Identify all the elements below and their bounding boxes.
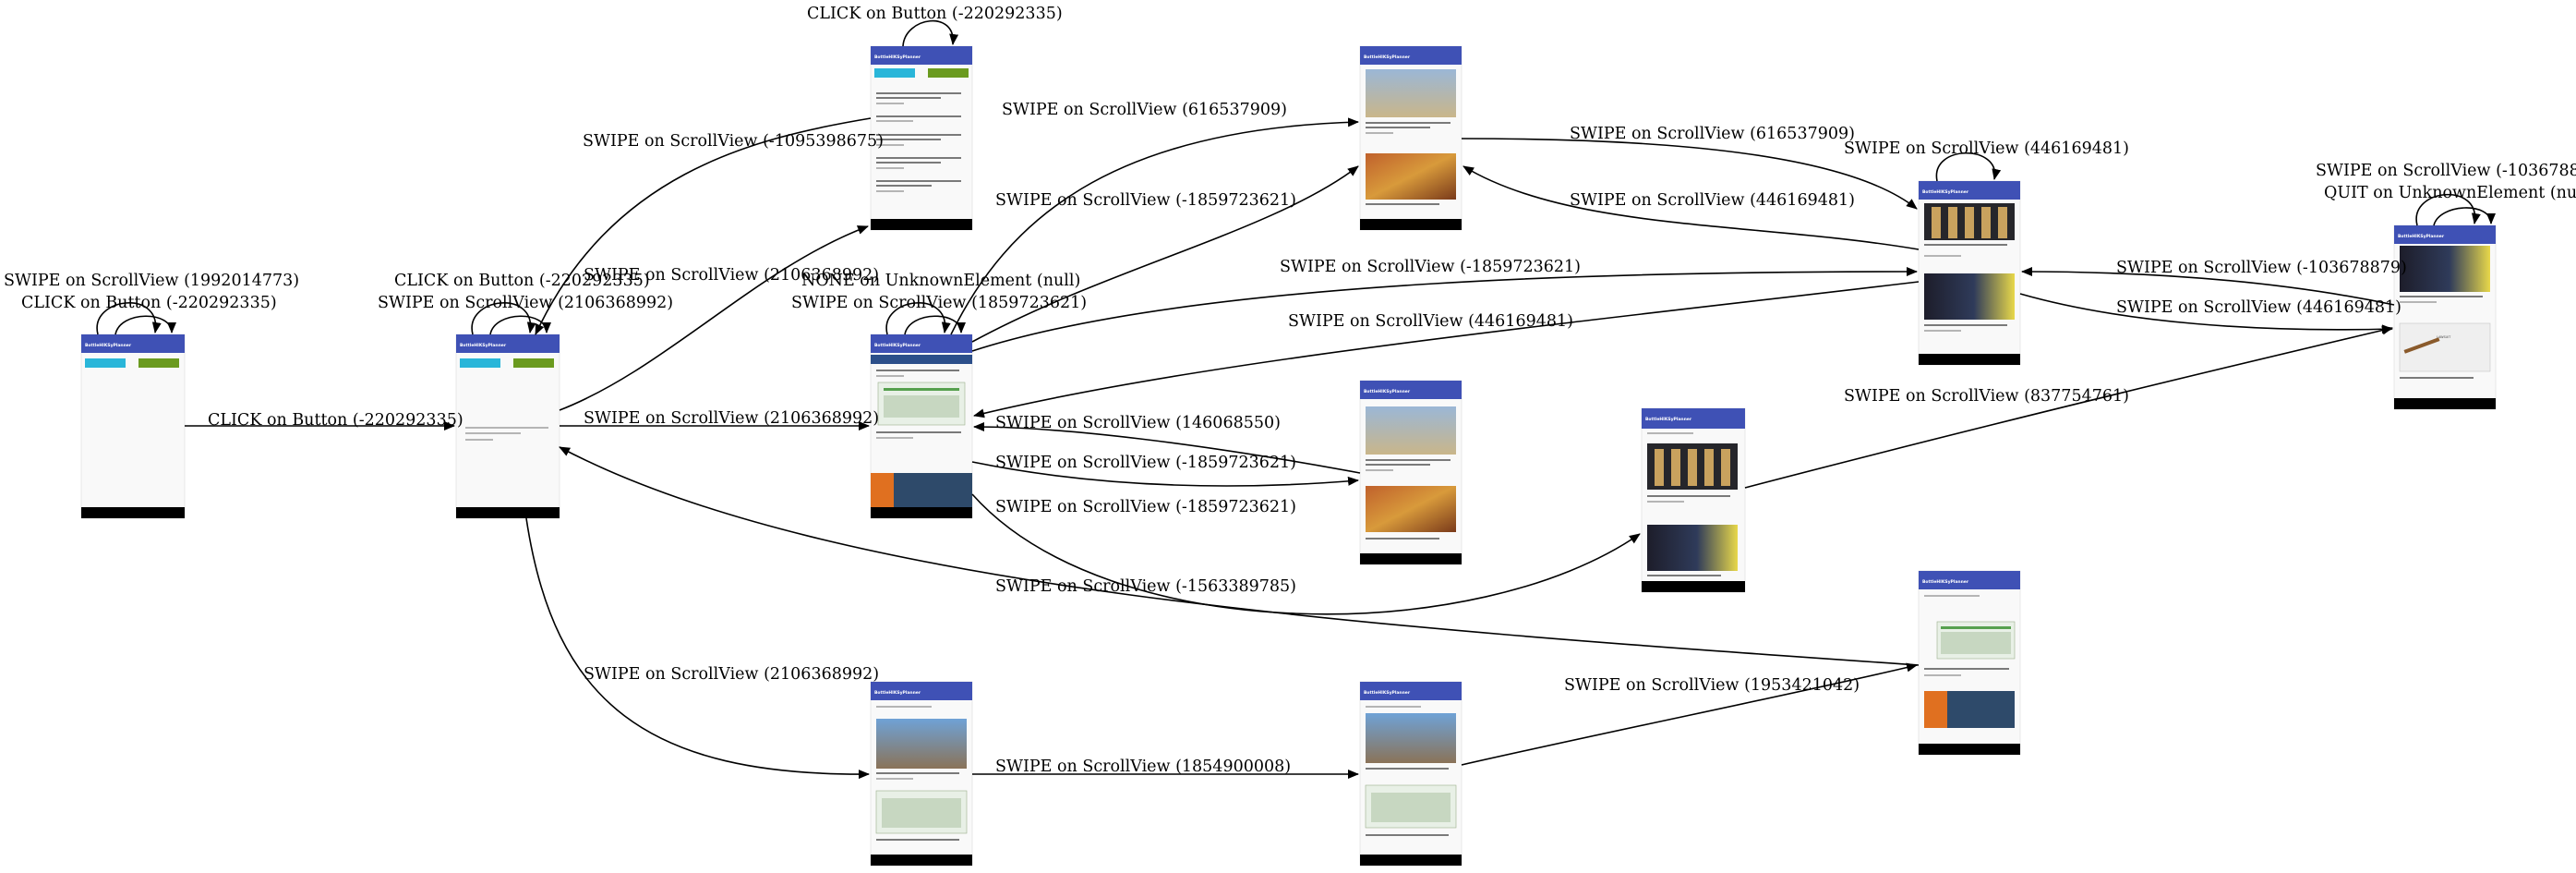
edge-n12-self-b [2433,207,2496,226]
screen-node-5: BottleHIKSyPlanner [870,681,973,867]
edge-n2-n3 [559,225,869,411]
app-title: BottleHIKSyPlanner [2398,234,2445,239]
app-title: BottleHIKSyPlanner [1922,189,1969,195]
edge-n10-n6 [1463,165,1920,250]
screen-node-6: BottleHIKSyPlanner [1359,45,1463,231]
app-title: BottleHIKSyPlanner [874,55,921,60]
edge-label-n8-n11: SWIPE on ScrollView (1953421042) [1564,676,1860,695]
edge-n10-self [1935,152,2002,182]
edge-label-n4-self-swipe: SWIPE on ScrollView (1859723621) [791,294,1087,312]
edge-label-n10-self: SWIPE on ScrollView (446169481) [1844,139,2129,158]
edge-n2-n5 [525,517,870,780]
edge-n6-n10 [1461,138,1918,210]
edge-n1-self-b [114,315,176,335]
edge-label-n3-self: CLICK on Button (-220292335) [807,5,1063,23]
app-title: BottleHIKSyPlanner [1364,55,1411,60]
edge-n10-n12 [2019,293,2393,334]
screen-node-4: BottleHIKSyPlanner [870,333,973,519]
edge-label-n5-n8: SWIPE on ScrollView (1854900008) [995,758,1291,776]
edge-label-n2-self-click: CLICK on Button (-220292335) [394,272,650,290]
app-title: BottleHIKSyPlanner [1364,389,1411,394]
screen-node-12: BottleHIKSyPlanner LAWSUIT [2393,224,2497,410]
edge-label-n12-self-swipe: SWIPE on ScrollView (-103678879) [2316,162,2576,180]
edge-label-n4-n6-b: SWIPE on ScrollView (-1859723621) [995,191,1296,210]
edge-label-n1-n2: CLICK on Button (-220292335) [208,411,463,430]
edge-label-n2-n4: SWIPE on ScrollView (2106368992) [584,409,879,428]
screen-node-3: BottleHIKSyPlanner [870,45,973,231]
screen-node-8: BottleHIKSyPlanner [1359,681,1463,867]
app-title: BottleHIKSyPlanner [874,690,921,696]
edge-n3-self [902,19,959,47]
screen-node-2: BottleHIKSyPlanner [455,333,560,519]
button-two [138,358,179,368]
edge-label-n11-n2: SWIPE on ScrollView (-1563389785) [995,577,1296,596]
edge-n2-self-b [489,315,551,335]
photo-caption: LAWSUIT [2437,335,2451,339]
screen-node-1: BottleHIKSyPlanner [80,333,186,519]
edge-n2-self-a [471,302,536,335]
edge-label-n2-n3: SWIPE on ScrollView (2106368992) [584,266,879,285]
edge-label-n10-n12: SWIPE on ScrollView (446169481) [2116,298,2401,317]
edge-label-n3-n2: SWIPE on ScrollView (-1095398675) [583,132,884,151]
app-title: BottleHIKSyPlanner [1645,417,1692,422]
app-title: BottleHIKSyPlanner [460,343,507,348]
edge-label-n10-n4: SWIPE on ScrollView (446169481) [1288,312,1573,331]
edge-n12-n10 [2021,267,2395,306]
edge-label-n4-self-none: NONE on UnknownElement (null) [801,272,1080,290]
edge-label-n9-n12: SWIPE on ScrollView (837754761) [1844,387,2129,406]
edge-n11-n2 [559,446,1920,666]
app-title: BottleHIKSyPlanner [874,343,921,348]
screen-node-9: BottleHIKSyPlanner [1641,407,1746,593]
edge-n1-self-a [96,302,162,335]
screen-node-11: BottleHIKSyPlanner [1918,570,2021,756]
edge-label-n2-n5: SWIPE on ScrollView (2106368992) [584,665,879,684]
edge-label-n1-self-click: CLICK on Button (-220292335) [21,294,277,312]
edge-n8-n11 [1461,662,1918,766]
edge-n4-n7 [971,461,1359,487]
edge-label-n4-n9: SWIPE on ScrollView (-1859723621) [995,498,1296,516]
edge-n10-n4 [973,281,1920,418]
edge-n7-n4 [973,422,1361,474]
edge-n3-n2 [535,117,872,335]
edge-label-n12-self-quit: QUIT on UnknownElement (null) [2324,184,2576,202]
screen-node-7: BottleHIKSyPlanner [1359,380,1463,565]
edge-label-n4-n6-a: SWIPE on ScrollView (616537909) [1002,101,1287,119]
edge-label-n7-n4: SWIPE on ScrollView (146068550) [995,414,1281,432]
edge-label-n12-n10: SWIPE on ScrollView (-103678879) [2116,259,2407,277]
edge-label-n4-n10: SWIPE on ScrollView (-1859723621) [1280,258,1581,276]
edge-n4-self-a [885,302,951,335]
app-title: BottleHIKSyPlanner [85,343,132,348]
edge-n4-n9 [971,493,1641,615]
edge-n4-self-b [904,315,966,335]
edge-label-n2-self-swipe: SWIPE on ScrollView (2106368992) [378,294,673,312]
edge-label-n6-n10: SWIPE on ScrollView (616537909) [1570,125,1855,143]
app-title: BottleHIKSyPlanner [1364,690,1411,696]
button-one [85,358,126,368]
screen-node-10: BottleHIKSyPlanner [1918,180,2021,366]
edge-label-n10-n6: SWIPE on ScrollView (446169481) [1570,191,1855,210]
edge-n9-n12 [1744,325,2393,489]
edge-n4-n10 [971,267,1918,352]
edge-n4-n6-a [950,117,1359,335]
edge-n12-self-a [2415,193,2481,226]
edge-label-n1-self-swipe: SWIPE on ScrollView (1992014773) [4,272,299,290]
edge-label-n4-n7: SWIPE on ScrollView (-1859723621) [995,454,1296,472]
app-title: BottleHIKSyPlanner [1922,579,1969,585]
edge-n4-n6-b [971,165,1359,343]
